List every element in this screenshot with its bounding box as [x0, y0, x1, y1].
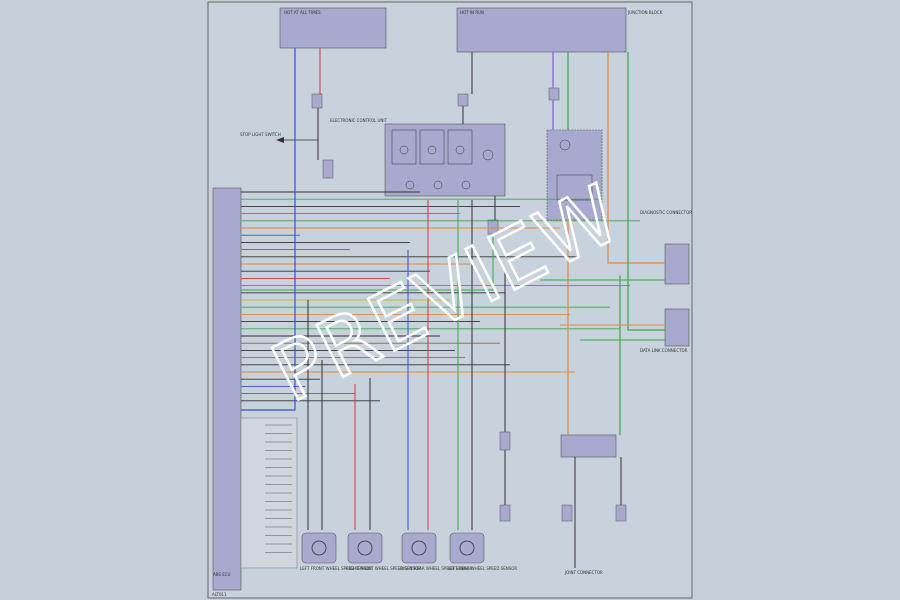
right-module-1 — [664, 243, 690, 285]
ecu-sub-lines — [265, 424, 292, 553]
sensor-3-label: RIGHT REAR WHEEL SPEED SENSOR — [400, 566, 472, 571]
left-arrow-label: STOP LIGHT SWITCH — [240, 132, 281, 137]
right-module-2-label: DATA LINK CONNECTOR — [640, 348, 688, 353]
wheel-speed-sensor — [449, 532, 485, 564]
sensor-2-label: RIGHT FRONT WHEEL SPEED SENSOR — [346, 566, 421, 571]
central-unit-internals — [391, 129, 494, 190]
sensor-4-label: LEFT REAR WHEEL SPEED SENSOR — [448, 566, 517, 571]
motor-relay-internals — [556, 139, 593, 201]
junction-block-label: JUNCTION BLOCK — [627, 10, 663, 15]
unit-return — [241, 234, 494, 291]
sensor-1-label: LEFT FRONT WHEEL SPEED SENSOR — [300, 566, 372, 571]
joint-connector-label: JOINT CONNECTOR — [564, 570, 603, 575]
sensors-layer — [301, 532, 485, 564]
wires-layer — [241, 48, 665, 568]
wheel-speed-sensor — [301, 532, 337, 564]
fuse-box-right-label: HOT IN RUN — [460, 10, 484, 15]
right-module-1-label: DIAGNOSTIC CONNECTOR — [640, 210, 692, 215]
fuse-right-e — [627, 52, 665, 331]
left-arrow-group: STOP LIGHT SWITCH — [240, 132, 318, 143]
main-ecu-box — [212, 187, 242, 591]
fuse-box-left-label: HOT AT ALL TIMES — [284, 10, 321, 15]
central-unit-label: ELECTRONIC CONTROL UNIT — [330, 118, 388, 123]
power-feed-blue — [241, 48, 296, 411]
footer-code: ALT011 — [212, 592, 227, 597]
fuse-right-d — [607, 52, 665, 264]
main-ecu-label: ABS ECU — [213, 572, 231, 577]
fuse-box-right — [456, 7, 627, 53]
small-connectors — [311, 87, 627, 522]
wheel-speed-sensor — [347, 532, 383, 564]
right-module-2 — [664, 308, 690, 347]
central-unit-box — [384, 123, 506, 197]
wheel-speed-sensor — [401, 532, 437, 564]
fuse-box-left — [279, 7, 387, 49]
joint-connector-box — [560, 434, 617, 458]
